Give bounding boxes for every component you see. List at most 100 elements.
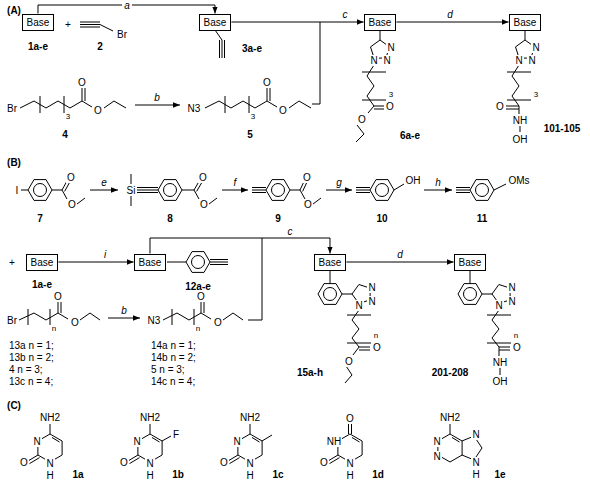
reaction-scheme-b [456,184,506,193]
atom-label: H [245,470,254,481]
atom-label: O [372,342,382,353]
atom-label: N [354,300,363,311]
repeat-subscript: 3 [65,113,71,122]
atom-label: N [386,42,395,53]
reaction-scheme-b [19,302,100,325]
compound-number: 10 [375,213,388,224]
reaction-scheme-b [163,302,243,325]
atom-label: O [512,342,522,353]
node-text: Base [514,17,537,28]
atom-label: NH2 [39,412,61,423]
atom-label: O [19,457,29,468]
reagent-letter: a [122,0,132,11]
atom-label: N [531,42,540,53]
atom-label: O [345,413,355,424]
compound-number: 3a-e [241,43,263,54]
node-text: Base [27,17,50,28]
reaction-scheme-b [252,188,266,193]
atom-label: N [382,55,391,66]
atom-label: O [219,457,229,468]
compound-number: 9 [274,213,282,224]
atom-label: O [119,457,129,468]
atom-label: N [514,55,523,66]
reaction-arrow [346,262,453,263]
atom-label: OH [492,376,509,387]
atom-label: OH [405,175,422,186]
base-box: Base [199,14,232,31]
node-text: Base [369,17,392,28]
reagent-letter: d [395,249,405,260]
reagent-letter: b [120,305,128,316]
reagent-letter: b [153,92,161,103]
reaction-scheme-b [356,184,404,193]
repeat-subscript: n [513,332,519,341]
reaction-scheme-b [167,260,228,265]
repeat-subscript: n [195,325,201,334]
base-box: Base [314,254,347,271]
atom-label: O [66,172,76,183]
atom-label: H [145,470,154,481]
node-text: Base [31,257,54,268]
atom-label: N [507,296,516,307]
compound-number: 101-105 [543,123,582,134]
reaction-scheme-b [90,190,118,191]
atom-label: O [67,199,77,210]
reaction-scheme-b [458,284,482,305]
reaction-scheme-a [80,22,113,31]
atom-label: O [344,356,354,367]
atom-label: O [199,199,209,210]
atom-label: Si [126,185,137,196]
atom-label: Br [6,103,18,114]
atom-label: O [302,172,312,183]
reagent-letter: c [286,226,295,237]
atom-label: OH [512,134,529,145]
atom-label: NH2 [439,412,461,423]
reagent-letter: f [233,177,238,188]
nucleobase-structures [28,424,482,464]
series-label: 13b n = 2; [8,352,55,363]
series-label: 4 n = 3; [8,364,44,375]
node-text: Base [459,257,482,268]
reaction-scheme-b [330,270,352,294]
compound-number: 1a [71,469,84,480]
base-box: Base [454,254,487,271]
series-label: 13a n = 1; [8,340,55,351]
atom-label: O [196,291,206,302]
node-text: Base [139,257,162,268]
compound-number: 2 [96,41,104,52]
atom-label: Br [6,315,18,326]
atom-label: Br [116,29,128,40]
atom-label: O [53,291,63,302]
compound-number: 1d [371,469,385,480]
atom-label: O [495,101,505,112]
reaction-scheme-a [380,30,381,40]
atom-label: N [232,436,241,447]
atom-label: O [357,114,367,125]
reagent-letter: i [102,249,108,260]
atom-label: N [471,429,480,440]
compound-number: 1e [493,469,506,480]
base-box: Base [22,14,55,31]
atom-label: N [32,436,41,447]
series-label: 14c n = 4; [150,376,196,387]
atom-label: N [367,282,376,293]
reaction-scheme-b [470,270,492,294]
reagent-letter: h [434,177,442,188]
reaction-scheme-b [19,174,511,383]
atom-label: O [70,317,80,328]
reaction-scheme-b [108,318,140,319]
reaction-arrow [396,22,508,23]
atom-label: N [367,296,376,307]
atom-label: N [369,55,378,66]
atom-label: N [527,55,536,66]
atom-label: O [93,105,103,116]
reaction-scheme-a [506,65,531,132]
atom-label: N [432,451,441,462]
atom-label: NH [512,115,528,126]
compound-number: 201-208 [431,367,470,378]
atom-label: NH [326,436,342,447]
reaction-scheme-b [266,180,290,201]
reaction-scheme-a [215,30,225,58]
